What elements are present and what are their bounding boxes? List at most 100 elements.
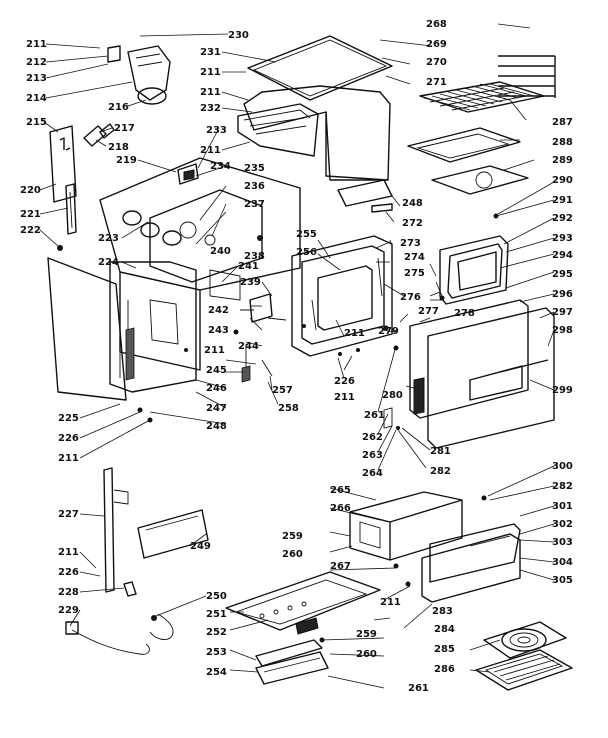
label-242: 242	[208, 305, 229, 316]
label-244: 244	[238, 341, 259, 352]
label-213: 213	[26, 73, 47, 84]
label-270: 270	[426, 57, 447, 68]
label-231: 231	[200, 47, 221, 58]
label-288: 288	[552, 137, 573, 148]
label-226c: 226	[334, 376, 355, 387]
label-220: 220	[20, 185, 41, 196]
label-263: 263	[362, 450, 383, 461]
label-222: 222	[20, 225, 41, 236]
label-260: 260	[282, 549, 303, 560]
control-panel	[225, 571, 381, 685]
label-261b: 261	[408, 683, 429, 694]
oven-body-left	[47, 157, 301, 401]
label-239: 239	[240, 277, 261, 288]
label-245: 245	[206, 365, 227, 376]
label-268: 268	[426, 19, 447, 30]
label-216: 216	[108, 102, 129, 113]
label-265: 265	[330, 485, 351, 496]
label-257: 257	[272, 385, 293, 396]
label-258: 258	[278, 403, 299, 414]
label-235: 235	[244, 163, 265, 174]
label-274: 274	[404, 252, 425, 263]
label-248: 248	[206, 421, 227, 432]
label-211i: 211	[334, 392, 355, 403]
label-260b: 260	[356, 649, 377, 660]
label-254: 254	[206, 667, 227, 678]
label-304: 304	[552, 557, 573, 568]
label-261: 261	[364, 410, 385, 421]
label-259: 259	[282, 531, 303, 542]
label-247: 247	[206, 403, 227, 414]
label-240: 240	[210, 246, 231, 257]
heating-element	[475, 621, 573, 691]
label-211: 211	[26, 39, 47, 50]
label-224: 224	[98, 257, 119, 268]
label-295: 295	[552, 269, 573, 280]
label-223: 223	[98, 233, 119, 244]
label-287: 287	[552, 117, 573, 128]
label-215: 215	[26, 117, 47, 128]
label-262: 262	[362, 432, 383, 443]
label-217: 217	[114, 123, 135, 134]
oven-racks	[407, 55, 556, 219]
label-284: 284	[434, 624, 455, 635]
label-237: 237	[244, 199, 265, 210]
small-hardware-center	[137, 235, 287, 423]
label-232: 232	[200, 103, 221, 114]
label-211j: 211	[380, 597, 401, 608]
leader-lines	[39, 23, 555, 689]
label-277: 277	[418, 306, 439, 317]
label-226: 226	[58, 433, 79, 444]
label-255: 255	[296, 229, 317, 240]
lower-left-parts	[65, 467, 209, 655]
label-211d: 211	[200, 67, 221, 78]
label-299: 299	[552, 385, 573, 396]
label-233: 233	[206, 125, 227, 136]
label-276: 276	[400, 292, 421, 303]
label-238: 238	[244, 251, 265, 262]
label-211e: 211	[200, 87, 221, 98]
label-286: 286	[434, 664, 455, 675]
label-250: 250	[206, 591, 227, 602]
label-211c: 211	[58, 547, 79, 558]
label-229: 229	[58, 605, 79, 616]
label-226b: 226	[58, 567, 79, 578]
cooktop-assembly	[237, 35, 393, 213]
label-264: 264	[362, 468, 383, 479]
label-211h: 211	[344, 328, 365, 339]
label-227: 227	[58, 509, 79, 520]
label-212: 212	[26, 57, 47, 68]
label-211g: 211	[204, 345, 225, 356]
label-241: 241	[238, 261, 259, 272]
label-251: 251	[206, 609, 227, 620]
label-225: 225	[58, 413, 79, 424]
label-259b: 259	[356, 629, 377, 640]
label-221: 221	[20, 209, 41, 220]
label-281: 281	[430, 446, 451, 457]
label-279: 279	[378, 326, 399, 337]
label-278: 278	[454, 308, 475, 319]
label-269: 269	[426, 39, 447, 50]
label-282: 282	[430, 466, 451, 477]
label-266: 266	[330, 503, 351, 514]
label-294: 294	[552, 250, 573, 261]
label-273: 273	[400, 238, 421, 249]
label-234: 234	[210, 161, 231, 172]
label-253: 253	[206, 647, 227, 658]
label-211b: 211	[58, 453, 79, 464]
label-272: 272	[402, 218, 423, 229]
label-256: 256	[296, 247, 317, 258]
label-291: 291	[552, 195, 573, 206]
label-243: 243	[208, 325, 229, 336]
label-296: 296	[552, 289, 573, 300]
label-218: 218	[108, 142, 129, 153]
label-302: 302	[552, 519, 573, 530]
label-228: 228	[58, 587, 79, 598]
label-289: 289	[552, 155, 573, 166]
label-280: 280	[382, 390, 403, 401]
label-249: 249	[190, 541, 211, 552]
label-211f: 211	[200, 145, 221, 156]
label-301: 301	[552, 501, 573, 512]
label-283: 283	[432, 606, 453, 617]
